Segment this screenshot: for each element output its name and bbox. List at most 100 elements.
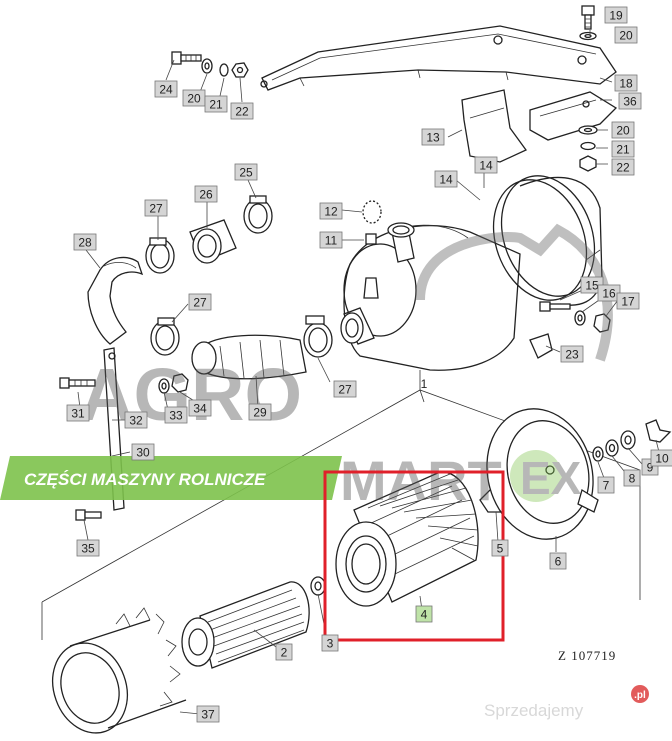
nut-22-right [579,155,597,172]
callout-label-21: 21 [209,98,223,112]
callout-box [154,80,178,98]
callout-label-32: 32 [129,414,143,428]
callout-label-20: 20 [619,29,633,43]
callout-box [611,140,635,158]
callout-box [415,605,433,623]
pre-cleaner-37 [52,607,187,734]
callout-label-27: 27 [338,383,352,397]
callout-label-15: 15 [585,279,599,293]
site-watermark-text: Sprzedajemy [484,701,584,720]
callout-label-35: 35 [81,542,95,556]
callout-box [611,158,635,176]
callout-label-2: 2 [281,646,288,660]
restriction-indicator-12 [362,200,382,224]
callout-label-25: 25 [239,166,253,180]
strap-bracket [461,89,527,163]
callout-label-18: 18 [619,77,633,91]
support-plate [529,91,618,141]
callout-box [614,26,638,44]
bolt-24 [171,51,202,65]
callout-box [66,404,90,422]
outer-filter-element [335,471,479,607]
hose-clamp-27-middle [150,317,180,356]
bolt-31 [59,377,96,389]
callout-label-14: 14 [439,173,453,187]
callout-box [491,539,509,557]
mounting-band-14 [492,175,603,306]
callout-label-37: 37 [201,708,215,722]
rubber-sleeve-26 [189,219,237,264]
callout-box [560,345,584,363]
callout-box [604,6,628,24]
callout-label-16: 16 [602,287,616,301]
callout-box [623,469,641,487]
washer-16 [574,310,586,326]
watermark-logo: AGRO MART EX [80,223,613,512]
band-bolt-15 [539,301,571,312]
callout-box [650,449,672,467]
callout-label-21: 21 [616,143,630,157]
hose-clamp-25 [243,195,273,234]
callout-box [614,74,638,92]
washer-8 [605,439,619,457]
callout-label-11: 11 [325,234,338,248]
end-cover-6 [486,408,599,540]
hose-clamp-27-lower [303,315,333,358]
callout-label-19: 19 [609,9,623,23]
support-bracket [260,25,617,91]
callout-box [196,705,220,723]
callout-label-34: 34 [193,402,207,416]
callout-label-24: 24 [159,83,173,97]
callout-label-36: 36 [623,95,637,109]
callout-box [194,185,218,203]
outlet-spigot [340,307,375,345]
callout-label-13: 13 [426,131,440,145]
watermark-banner: CZĘŚCI MASZYNY ROLNICZE [0,456,342,500]
callout-box [188,399,212,417]
lock-washer-21-left [219,63,229,77]
callout-label-27: 27 [149,202,163,216]
callout-label-10: 10 [655,452,669,466]
callout-box [333,380,357,398]
callout-box [474,156,498,174]
callout-box [549,552,567,570]
callout-label-5: 5 [497,542,504,556]
callout-label-7: 7 [603,479,610,493]
intake-hose-29 [191,334,307,380]
callout-label-31: 31 [71,407,85,421]
nut-34 [171,373,189,393]
callout-box [421,128,445,146]
callout-label-9: 9 [647,461,654,475]
callout-box [73,233,97,251]
site-watermark-badge: .pl [634,690,646,701]
callout-label-20: 20 [187,92,201,106]
callout-box [124,411,148,429]
washer-7 [592,446,604,462]
callout-box [597,476,615,494]
nut-17 [593,313,611,333]
watermark-banner-text: CZĘŚCI MASZYNY ROLNICZE [24,470,266,489]
wing-nut-3 [310,576,326,596]
callout-label-12: 12 [324,205,338,219]
site-watermark: Sprzedajemy .pl [484,685,649,720]
fitting-11 [365,233,377,245]
callout-box [319,231,343,249]
callout-box [616,292,640,310]
callout-label-6: 6 [555,555,562,569]
watermark-word-ex: EX [520,452,582,504]
callout-label-4: 4 [421,608,428,622]
callout-box [188,293,212,311]
watermark-word-mart: MART [340,449,502,512]
callout-label-17: 17 [621,295,635,309]
callout-label-29: 29 [253,406,267,420]
hose-clamp-27-upper [145,237,175,274]
callout-label-1: 1 [421,377,428,391]
callout-box [321,634,339,652]
callout-box [76,539,100,557]
lock-washer-21-right [580,141,596,151]
callout-label-23: 23 [565,348,579,362]
vacuator-valve [363,277,379,299]
callout-box [319,202,343,220]
callout-label-26: 26 [199,188,213,202]
